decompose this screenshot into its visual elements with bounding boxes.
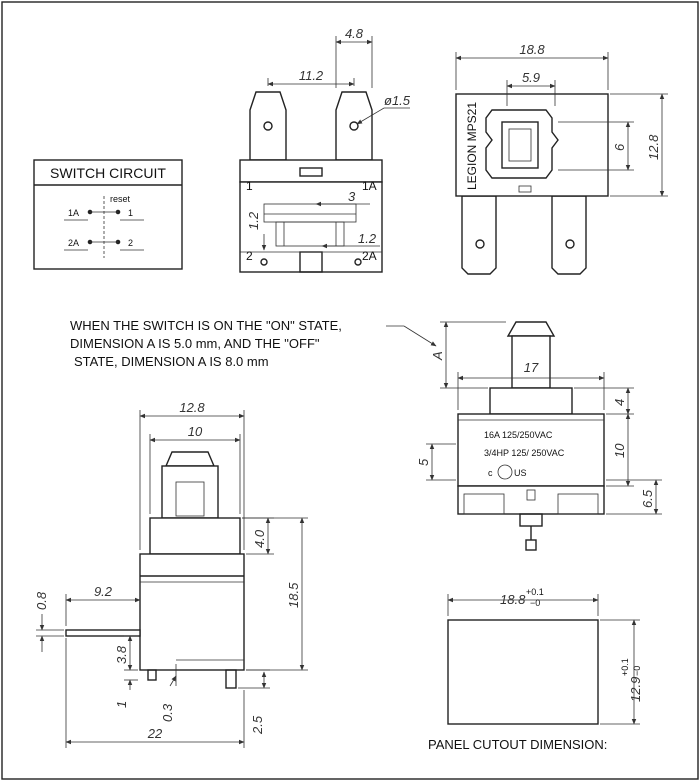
dim-side-4: 4 — [612, 399, 627, 406]
rating-hp: 3/4HP 125/ 250VAC — [484, 448, 565, 458]
rating-current: 16A 125/250VAC — [484, 430, 553, 440]
note-line-1: WHEN THE SWITCH IS ON THE "ON" STATE, — [70, 318, 342, 333]
dim-top-height: 12.8 — [646, 134, 661, 160]
dim-button-width: 5.9 — [522, 70, 540, 85]
front-view: 1 1A 2 2A 4.8 11.2 ø1.5 3 1.2 1.2 — [239, 26, 411, 273]
switch-circuit-box: SWITCH CIRCUIT reset 1A 1 2A 2 — [33, 159, 183, 270]
ul-mark-icon — [497, 464, 513, 480]
note-line-2: DIMENSION A IS 5.0 mm, AND THE "OFF" — [70, 336, 320, 351]
circuit-1a-label: 1A — [68, 208, 79, 218]
brand-marking: LEGION MPS21 — [465, 102, 479, 190]
dim-front-1-2-right: 1.2 — [358, 231, 377, 246]
dim-hole-diameter: ø1.5 — [384, 93, 411, 108]
cutout-width-tol-plus: +0.1 — [526, 587, 544, 597]
panel-cutout: 18.8 +0.1 −0 12.9 +0.1 −0 PANEL CUTOUT D… — [428, 587, 643, 752]
front-terminal-1a: 1A — [362, 179, 377, 193]
front-terminal-1: 1 — [246, 179, 253, 193]
cutout-caption: PANEL CUTOUT DIMENSION: — [428, 737, 607, 752]
dim-left-4-0: 4.0 — [252, 529, 267, 548]
circuit-2-label: 2 — [128, 238, 133, 248]
cutout-width: 18.8 — [500, 592, 526, 607]
front-terminal-2a: 2A — [362, 249, 377, 263]
dim-side-width: 17 — [524, 360, 539, 375]
cert-us: US — [514, 468, 527, 478]
cutout-width-tol-minus: −0 — [530, 598, 540, 608]
dim-left-0-3: 0.3 — [160, 703, 175, 722]
dim-left-9-2: 9.2 — [94, 584, 113, 599]
dim-left-total: 22 — [147, 726, 163, 741]
dim-a: A — [430, 351, 445, 361]
dim-terminal-pitch: 11.2 — [299, 68, 324, 83]
cutout-height-tol-plus: +0.1 — [620, 658, 630, 676]
dim-left-3-8: 3.8 — [114, 645, 129, 664]
cutout-rectangle — [447, 619, 599, 725]
cutout-height-tol-minus: −0 — [632, 666, 642, 676]
reset-label: reset — [110, 194, 131, 204]
top-view: LEGION MPS21 18.8 5.9 6 12.8 — [455, 42, 668, 275]
dimension-note: WHEN THE SWITCH IS ON THE "ON" STATE, DI… — [70, 318, 437, 369]
switch-circuit-title: SWITCH CIRCUIT — [50, 165, 166, 181]
circuit-1-label: 1 — [128, 208, 133, 218]
dim-side-5: 5 — [416, 458, 431, 466]
front-terminal-2: 2 — [246, 249, 253, 263]
note-line-3: STATE, DIMENSION A IS 8.0 mm — [74, 354, 269, 369]
dim-left-shoulder: 10 — [188, 424, 203, 439]
dim-top-width: 18.8 — [519, 42, 545, 57]
dim-left-width: 12.8 — [179, 400, 205, 415]
dim-left-1: 1 — [114, 701, 129, 708]
dim-left-2-5: 2.5 — [250, 715, 265, 735]
cutout-height: 12.9 — [628, 677, 643, 702]
circuit-2a-label: 2A — [68, 238, 79, 248]
dim-side-6-5: 6.5 — [640, 489, 655, 508]
dim-left-height: 18.5 — [286, 582, 301, 608]
dim-terminal-width: 4.8 — [345, 26, 364, 41]
cert-c: c — [488, 468, 493, 478]
side-view: 16A 125/250VAC 3/4HP 125/ 250VAC c US A … — [416, 321, 662, 551]
left-side-view: 12.8 10 4.0 18.5 0.8 9.2 3.8 1 — [34, 400, 308, 748]
dim-button-height: 6 — [612, 143, 627, 151]
dim-side-10: 10 — [612, 443, 627, 458]
dim-front-1-2-left: 1.2 — [246, 211, 261, 230]
dim-left-0-8: 0.8 — [34, 591, 49, 610]
dim-front-3: 3 — [348, 189, 356, 204]
